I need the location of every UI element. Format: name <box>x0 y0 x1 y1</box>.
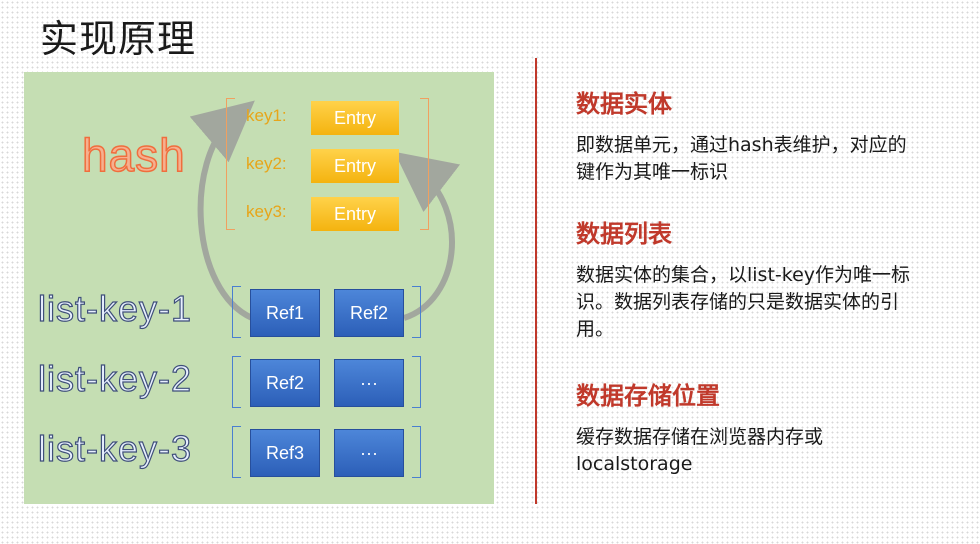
list-key-label: list-key-3 <box>37 427 193 469</box>
section-heading: 数据实体 <box>576 90 672 118</box>
section-body: 数据实体的集合，以list-key作为唯一标识。数据列表存储的只是数据实体的引用… <box>576 264 911 340</box>
arrow-ref2-to-entry2 <box>394 151 461 321</box>
list-bracket-right <box>412 286 421 338</box>
section-heading: 数据列表 <box>576 220 672 248</box>
hash-key-label: key2: <box>246 154 287 173</box>
list-bracket-right <box>412 426 421 478</box>
arrow-ref1-to-entry1 <box>189 100 255 321</box>
ref-block: Ref2 <box>334 289 404 337</box>
ref-block: Ref2 <box>250 359 320 407</box>
section-body: 即数据单元，通过hash表维护，对应的键作为其唯一标识 <box>576 134 907 183</box>
list-bracket-left <box>232 286 241 338</box>
section-heading: 数据存储位置 <box>576 382 720 410</box>
list-bracket-left <box>232 356 241 408</box>
ref-block: ··· <box>334 359 404 407</box>
section-body: 缓存数据存储在浏览器内存或localstorage <box>576 426 824 475</box>
hash-label: hash <box>81 128 186 182</box>
list-bracket-left <box>232 426 241 478</box>
ref-block: Ref3 <box>250 429 320 477</box>
hash-entry: Entry <box>311 149 399 183</box>
hash-bracket-right <box>420 98 429 230</box>
ref-block: Ref1 <box>250 289 320 337</box>
page-title: 实现原理 <box>40 17 197 61</box>
list-key-label: list-key-2 <box>37 357 193 399</box>
hash-key-label: key1: <box>246 106 287 125</box>
list-key-label: list-key-1 <box>37 287 193 329</box>
hash-entry: Entry <box>311 101 399 135</box>
vertical-divider <box>535 58 537 504</box>
hash-entry: Entry <box>311 197 399 231</box>
ref-block: ··· <box>334 429 404 477</box>
hash-bracket-left <box>226 98 235 230</box>
list-bracket-right <box>412 356 421 408</box>
hash-key-label: key3: <box>246 202 287 221</box>
